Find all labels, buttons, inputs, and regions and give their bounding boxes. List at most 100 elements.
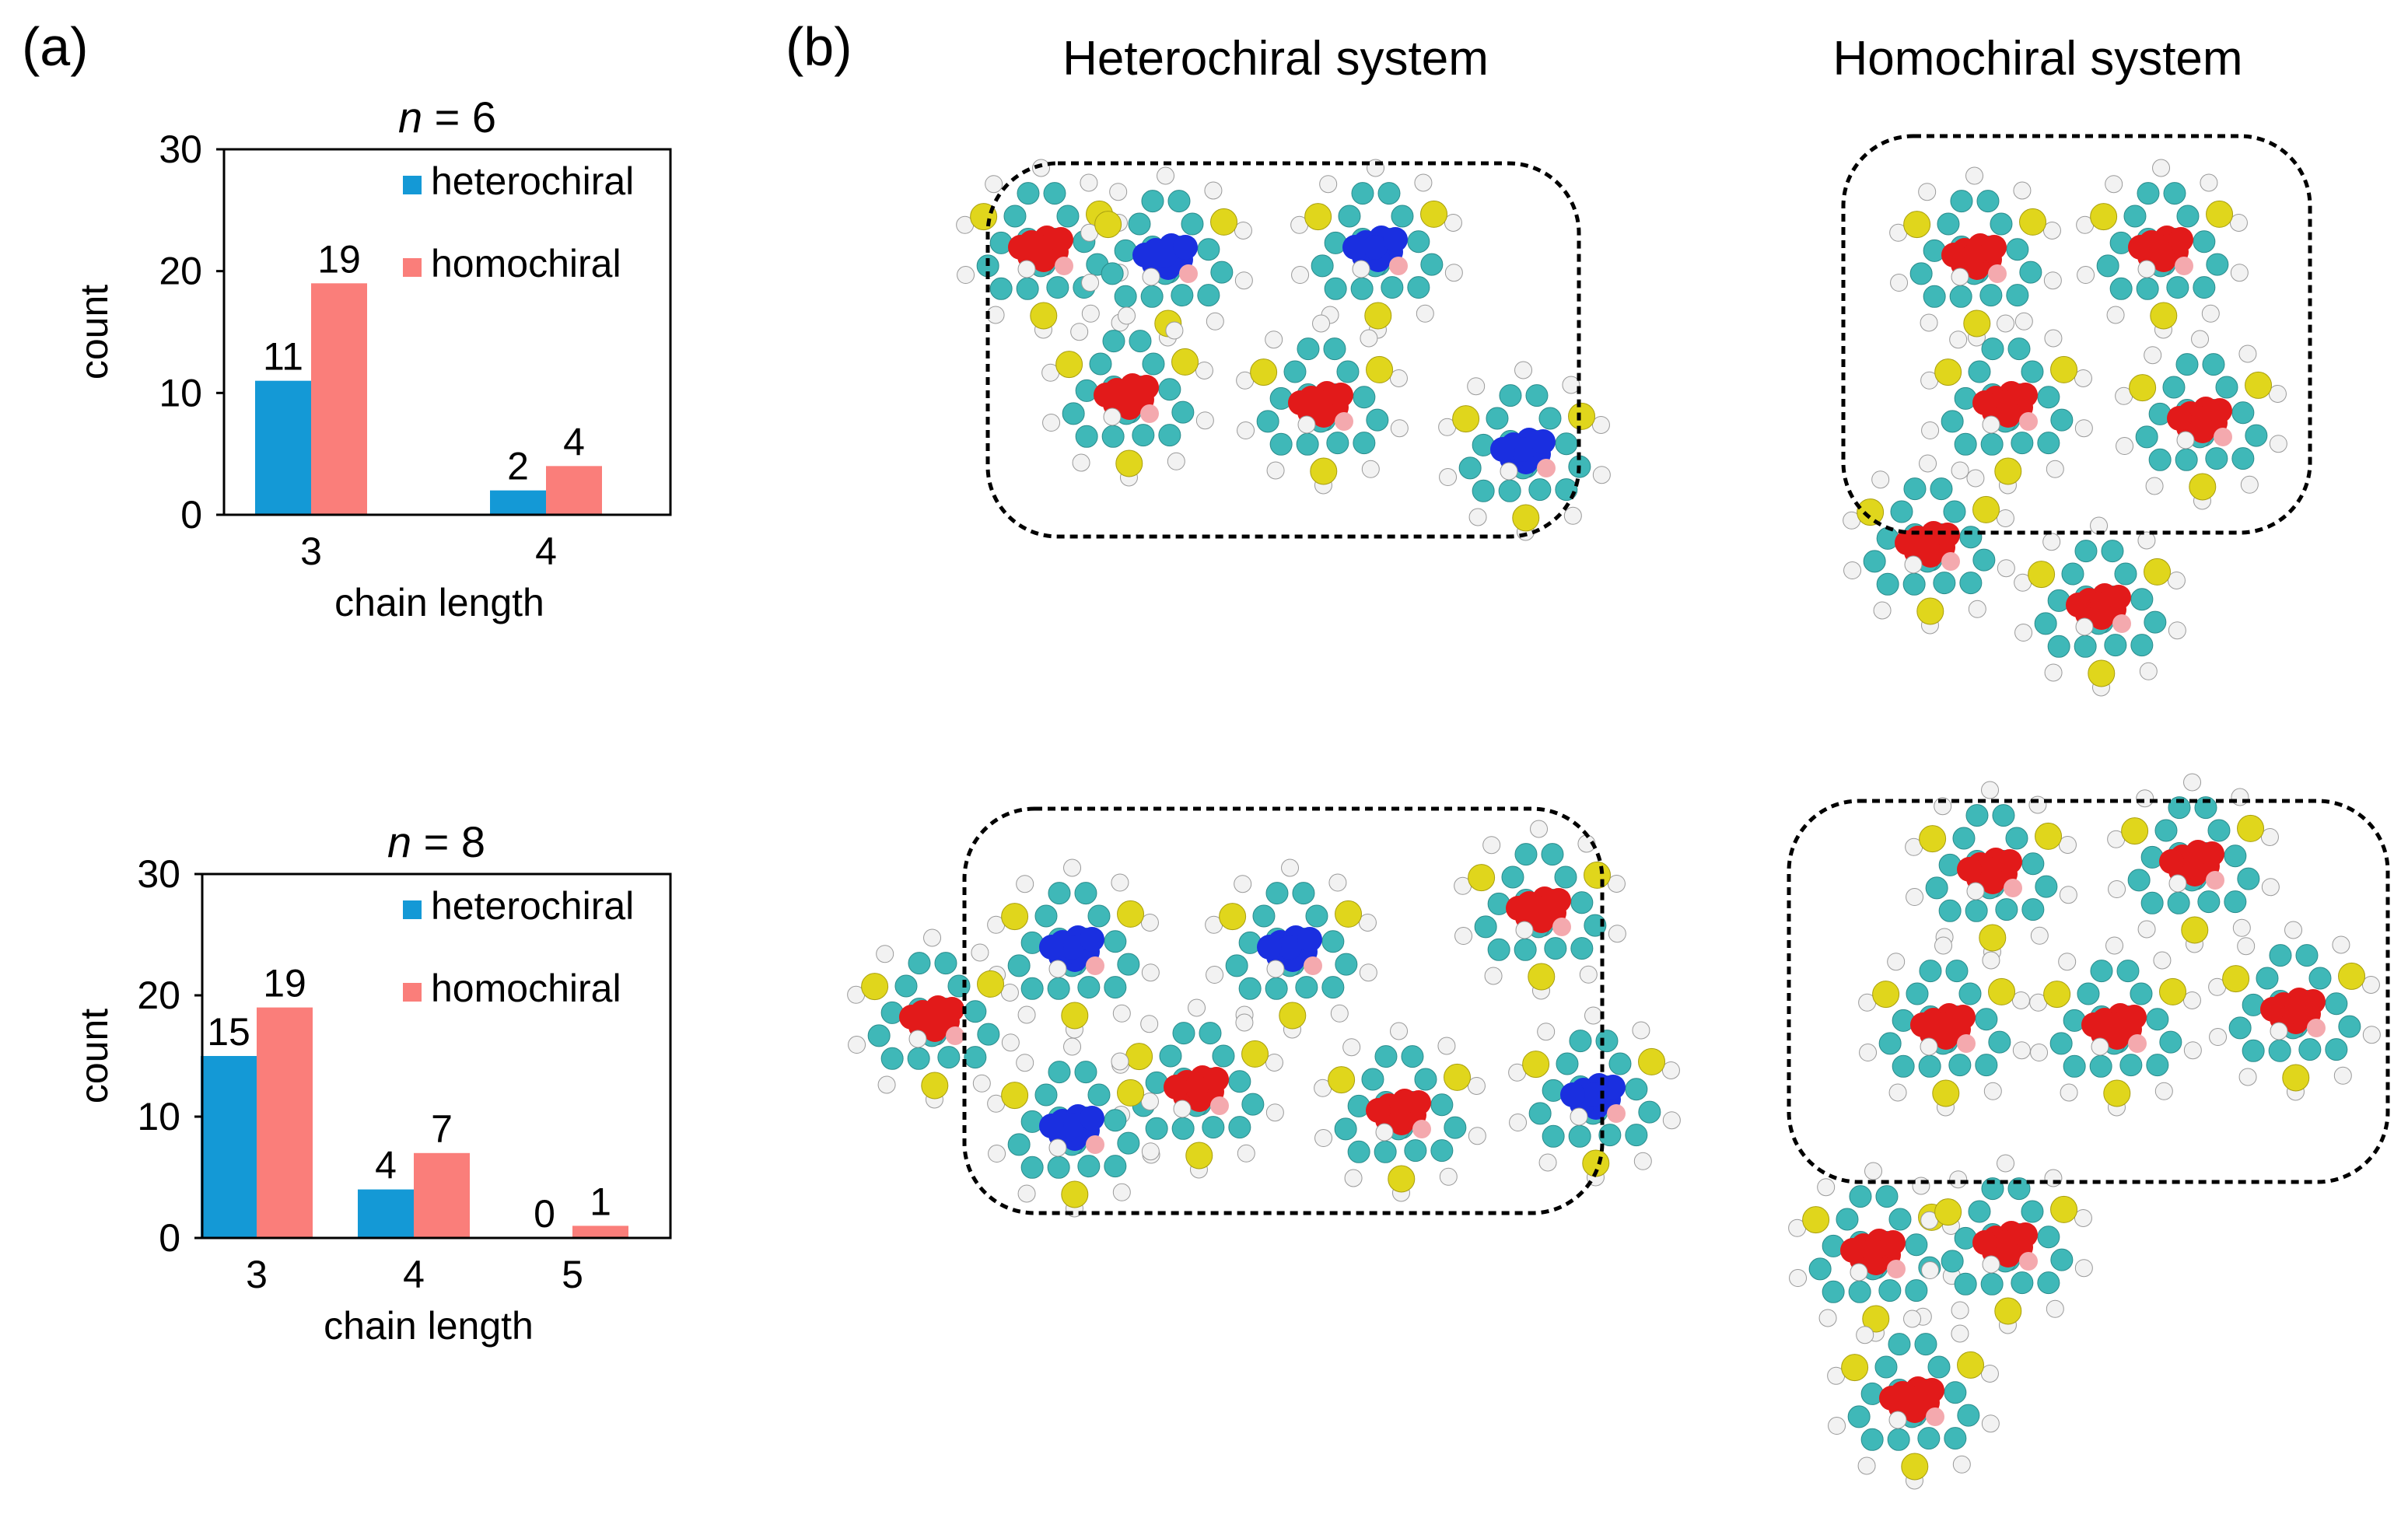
- sulfur-atom: [1219, 903, 1247, 931]
- sulfur-atom: [2245, 371, 2273, 399]
- hydrogen-atom: [1538, 1153, 1557, 1172]
- sulfur-atom: [1919, 825, 1947, 853]
- hydrogen-atom: [1359, 963, 1377, 982]
- sulfur-atom: [2237, 814, 2265, 842]
- hydrogen-atom: [2284, 921, 2303, 939]
- molecule: [847, 928, 1020, 1109]
- hydrogen-atom: [1662, 1111, 1681, 1130]
- hydrogen-atom: [1934, 936, 1953, 955]
- carbon-atom: [1350, 277, 1374, 300]
- hydrogen-atom: [1342, 1038, 1361, 1057]
- carbon-atom: [2148, 448, 2172, 471]
- hydrogen-atom: [1920, 313, 1938, 332]
- carbon-atom: [1158, 378, 1181, 401]
- core-atom: [1363, 235, 1388, 260]
- carbon-atom: [1568, 1124, 1591, 1148]
- core-atom: [1951, 1005, 1976, 1030]
- carbon-atom: [1323, 337, 1346, 361]
- carbon-atom: [1938, 899, 1962, 922]
- hydrogen-atom: [1032, 159, 1051, 177]
- core-atom: [2081, 1012, 2106, 1037]
- hydrogen-atom: [2168, 621, 2186, 640]
- pink-atom: [1552, 918, 1571, 936]
- y-tick-label: 30: [159, 128, 202, 171]
- hydrogen-atom: [2200, 173, 2218, 192]
- sulfur-atom: [1335, 900, 1363, 928]
- hydrogen-atom: [1314, 1129, 1333, 1148]
- carbon-atom: [1171, 1117, 1195, 1140]
- hydrogen-atom: [1016, 1054, 1034, 1072]
- hydrogen-atom: [1291, 266, 1310, 285]
- carbon-atom: [1914, 1333, 1937, 1356]
- core-atom: [1383, 227, 1408, 252]
- molecule: [987, 1037, 1160, 1218]
- hydrogen-atom: [2013, 181, 2032, 200]
- core-atom: [1506, 896, 1531, 921]
- carbon-atom: [1056, 205, 1080, 228]
- hydrogen-atom: [1509, 1114, 1528, 1132]
- carbon-atom: [1556, 1052, 1579, 1075]
- pink-atom: [1140, 404, 1159, 423]
- carbon-atom: [1944, 1427, 1967, 1450]
- core-atom: [1560, 1082, 1585, 1107]
- hydrogen-atom: [2074, 1259, 2093, 1278]
- hydrogen-atom: [848, 1036, 866, 1054]
- legend-label-heterochiral: heterochiral: [431, 159, 634, 203]
- molecule: [1920, 314, 2093, 495]
- core-atom: [1184, 1075, 1209, 1100]
- hydrogen-atom: [2060, 1083, 2078, 1102]
- hydrogen-atom: [1437, 1037, 1456, 1055]
- hydrogen-atom: [2240, 475, 2259, 494]
- sulfur-atom: [1994, 457, 2022, 485]
- x-tick-label: 3: [300, 530, 322, 573]
- sulfur-atom: [1210, 208, 1238, 236]
- y-tick-label: 0: [159, 1216, 180, 1260]
- core-atom: [1288, 390, 1313, 415]
- sulfur-atom: [2338, 962, 2366, 990]
- sulfur-atom: [1185, 1142, 1213, 1170]
- hydrogen-atom: [1951, 461, 1969, 480]
- hydrogen-atom: [1312, 314, 1331, 333]
- sulfur-atom: [1638, 1047, 1666, 1075]
- carbon-atom: [2104, 634, 2127, 657]
- carbon-atom: [2224, 890, 2247, 914]
- core-atom: [1134, 375, 1159, 400]
- hydrogen-atom: [1454, 927, 1473, 946]
- hydrogen-atom: [2237, 937, 2256, 956]
- carbon-atom: [1954, 432, 1977, 456]
- carbon-atom: [1919, 960, 1942, 983]
- core-atom: [2260, 997, 2285, 1022]
- carbon-atom: [1980, 432, 2004, 456]
- hydrogen-atom: [1080, 173, 1098, 192]
- chart-title: n = 6: [398, 93, 496, 142]
- carbon-atom: [1487, 938, 1510, 961]
- molecular-snapshots: [847, 134, 2390, 1490]
- carbon-atom: [1501, 865, 1524, 889]
- core-atom: [1039, 1114, 1064, 1138]
- core-atom: [1257, 935, 1282, 960]
- pink-atom: [1335, 412, 1353, 431]
- carbon-atom: [2308, 967, 2332, 990]
- carbon-atom: [1949, 285, 1972, 308]
- hydrogen-atom: [1118, 306, 1136, 325]
- carbon-atom: [1848, 1280, 1871, 1303]
- legend-swatch-homochiral: [403, 983, 422, 1002]
- carbon-atom: [2224, 844, 2247, 868]
- carbon-atom: [1498, 479, 1521, 502]
- x-tick-label: 4: [403, 1253, 425, 1296]
- hydrogen-atom: [2230, 264, 2249, 282]
- sulfur-atom: [1444, 1063, 1472, 1091]
- carbon-atom: [2101, 540, 2124, 563]
- hydrogen-atom: [1633, 1152, 1652, 1170]
- hydrogen-atom: [2261, 878, 2280, 897]
- hydrogen-atom: [1048, 1138, 1067, 1157]
- carbon-atom: [1269, 432, 1293, 456]
- carbon-atom: [2007, 337, 2031, 361]
- core-atom: [1840, 1238, 1865, 1263]
- core-atom: [2013, 383, 2038, 407]
- y-tick-label: 20: [159, 250, 202, 293]
- core-atom: [1153, 243, 1178, 267]
- hydrogen-atom: [1482, 836, 1501, 855]
- carbon-atom: [1948, 1054, 1972, 1077]
- hydrogen-atom: [1390, 419, 1409, 438]
